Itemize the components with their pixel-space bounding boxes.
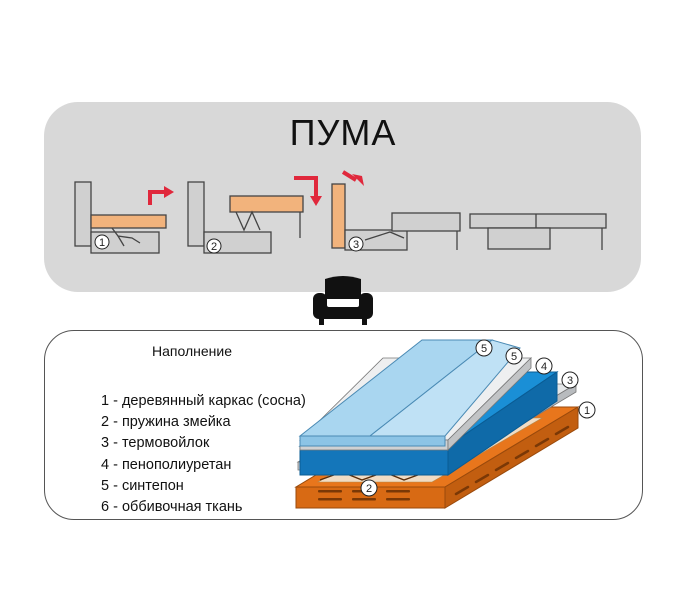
- svg-text:4: 4: [541, 361, 547, 373]
- page-title: ПУМА: [289, 112, 397, 153]
- svg-text:1: 1: [584, 405, 590, 417]
- legend-item: 4 - пенополиуретан: [101, 456, 232, 473]
- callout: 5: [505, 347, 523, 365]
- callout: 4: [535, 357, 553, 375]
- legend-item: 2 - пружина змейка: [101, 414, 231, 431]
- red-arrow-icon: [352, 174, 364, 186]
- svg-text:5: 5: [511, 351, 517, 363]
- step-number: 2: [211, 241, 217, 253]
- callout: 2: [360, 479, 378, 497]
- legend-item: 6 - оббивочная ткань: [101, 498, 243, 515]
- layer-fabric: [298, 339, 521, 447]
- step-1-sofa: 1: [74, 181, 174, 254]
- red-arrow-icon: [310, 196, 322, 206]
- svg-text:5: 5: [481, 343, 487, 355]
- red-arrow-icon: [164, 186, 174, 198]
- step-number: 1: [99, 237, 105, 249]
- callout: 1: [578, 401, 596, 419]
- step-2-sofa: 2: [187, 176, 322, 254]
- svg-text:2: 2: [366, 483, 372, 495]
- step-4-bed: [469, 213, 607, 250]
- legend-item: 1 - деревянный каркас (сосна): [101, 393, 306, 409]
- step-number: 3: [353, 239, 359, 251]
- callout: 5: [475, 339, 493, 357]
- legend-item: 3 - термовойлок: [101, 435, 210, 452]
- callout: 3: [561, 371, 579, 389]
- svg-text:3: 3: [567, 375, 573, 387]
- step-3-sofa: 3: [331, 170, 461, 252]
- filling-heading: Наполнение: [152, 343, 232, 359]
- transformation-steps: 1 2 3: [74, 170, 607, 254]
- layer-legend: 1 - деревянный каркас (сосна) 2 - пружин…: [101, 391, 306, 518]
- armchair-icon: [313, 276, 373, 325]
- legend-item: 5 - синтепон: [101, 477, 184, 494]
